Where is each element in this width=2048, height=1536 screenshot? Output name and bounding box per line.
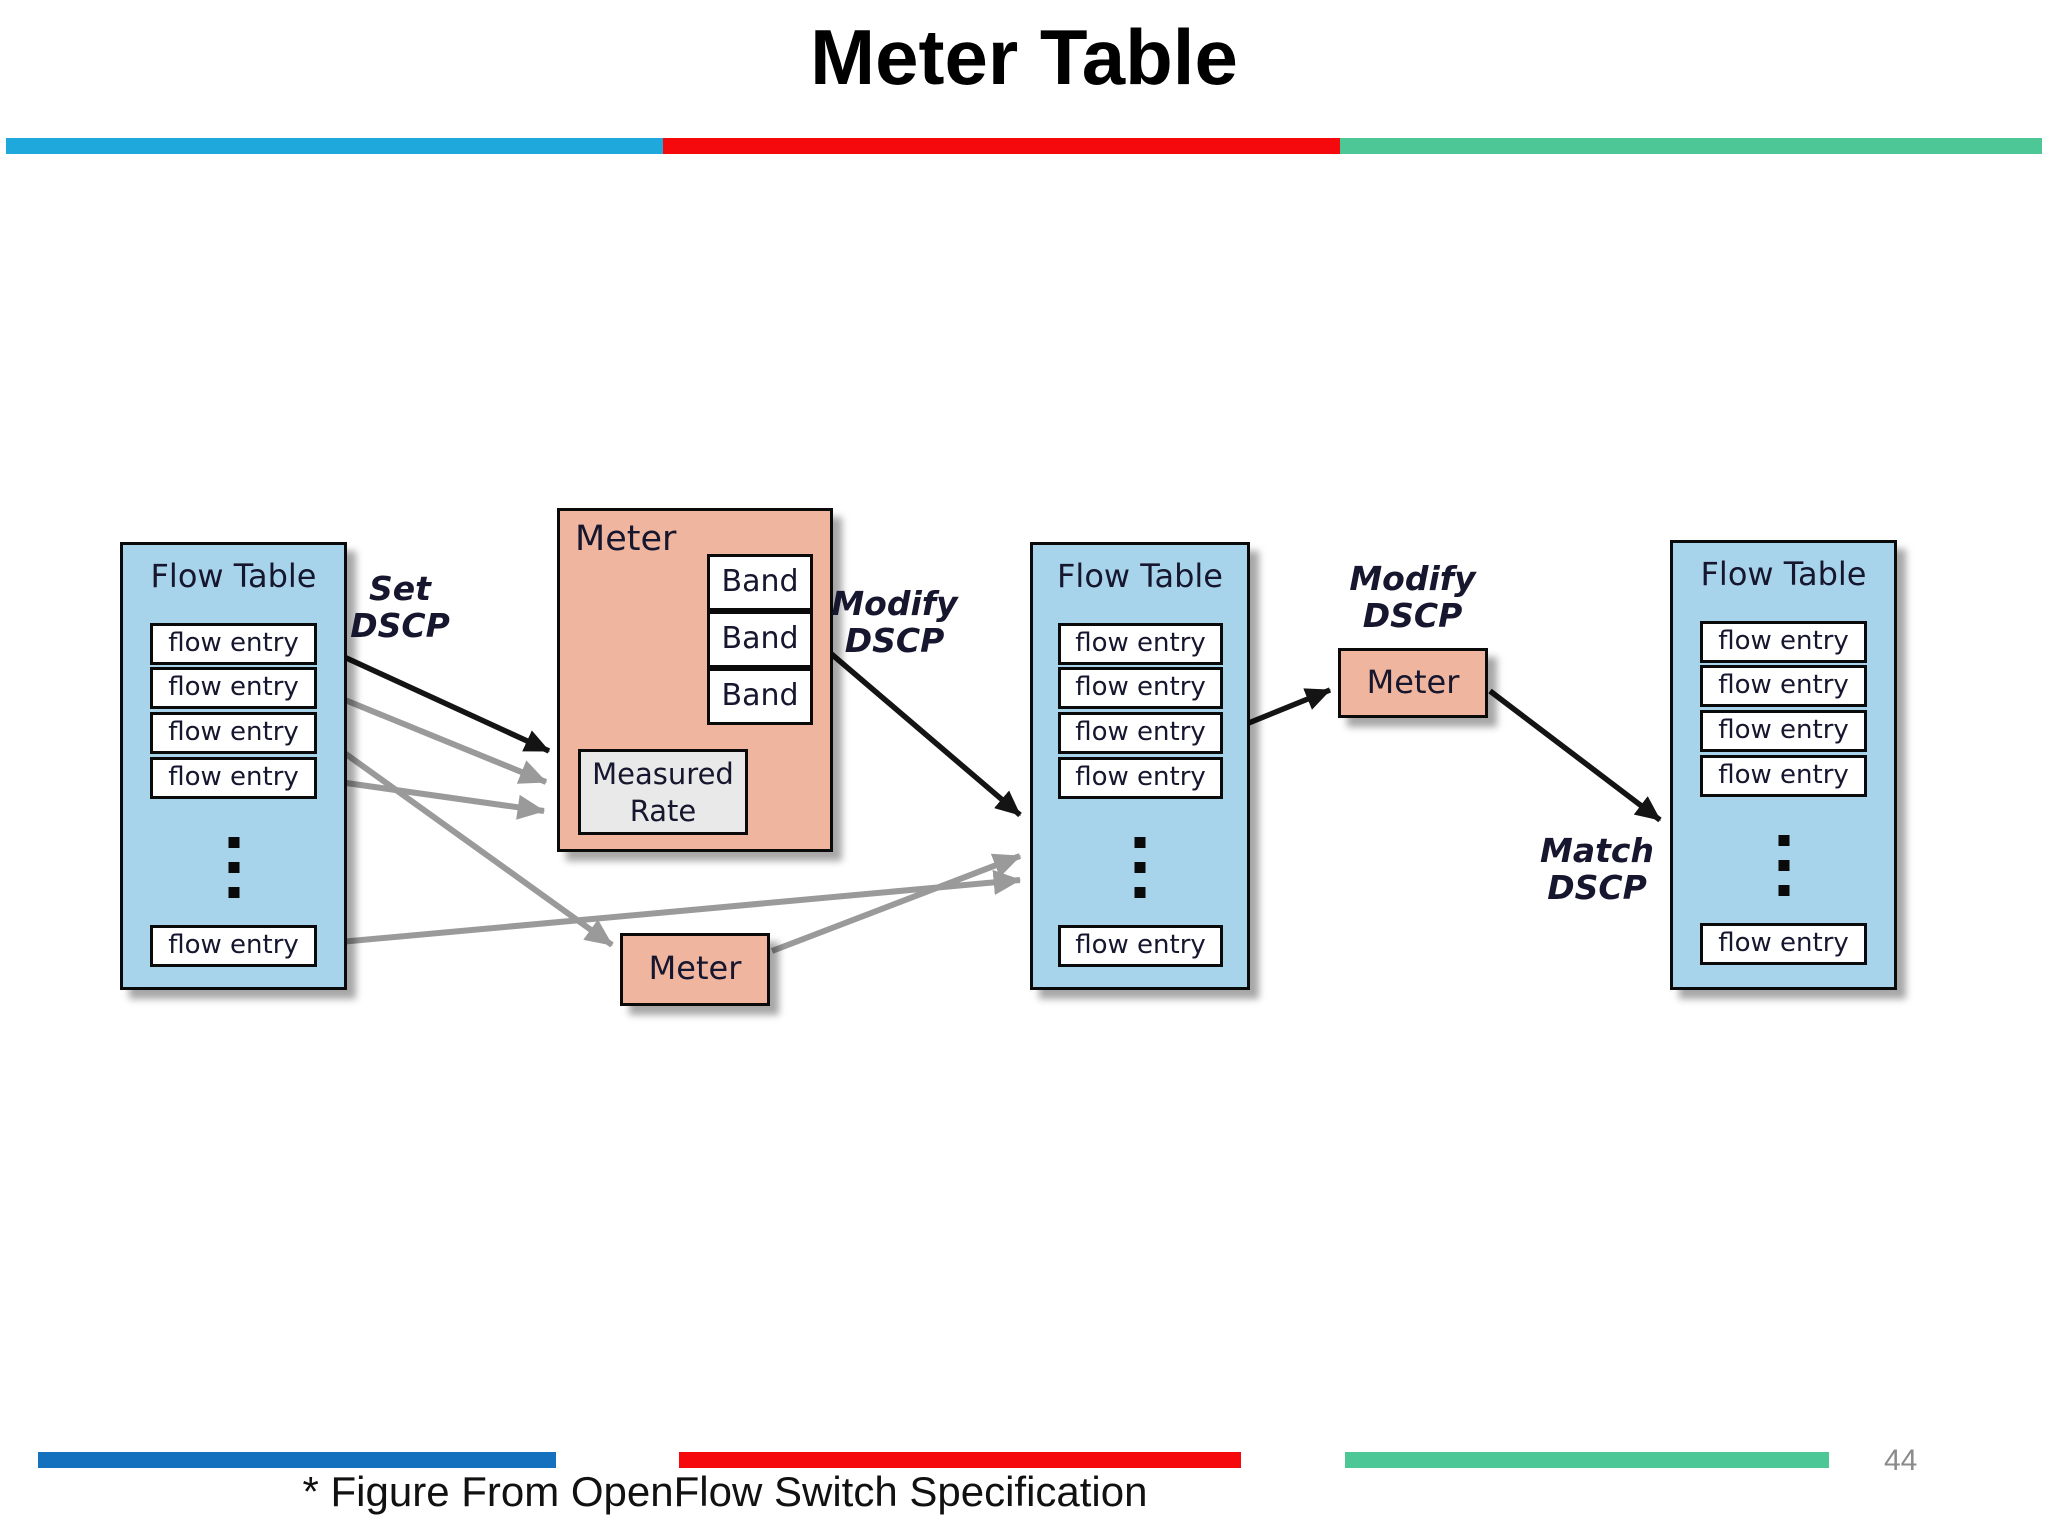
flow-entry: flow entry [150, 757, 317, 799]
bottom-divider-green-segment [1345, 1452, 1829, 1468]
flow-entry: flow entry [1700, 755, 1867, 797]
arrow-modify-dscp-left [813, 637, 1022, 818]
figure-source-footnote: * Figure From OpenFlow Switch Specificat… [302, 1468, 1148, 1515]
label-match-dscp: Match DSCP [1540, 831, 1654, 907]
ellipsis-dots [1778, 835, 1789, 910]
ellipsis-dots [1134, 837, 1146, 912]
meter-box-title: Meter [575, 519, 677, 559]
flow-table-right: Flow Table flow entry flow entry flow en… [1670, 540, 1897, 990]
label-set-dscp: Set DSCP [350, 569, 450, 645]
bottom-divider-red-segment [679, 1452, 1241, 1468]
page-title: Meter Table [810, 13, 1238, 101]
flow-entry: flow entry [1700, 710, 1867, 752]
flow-entry: flow entry [1700, 665, 1867, 707]
page-number: 44 [1884, 1444, 1918, 1477]
flow-entry: flow entry [1058, 757, 1223, 799]
flow-table-right-title: Flow Table [1700, 555, 1867, 593]
flow-entry: flow entry [1058, 623, 1223, 665]
flow-table-middle: Flow Table flow entry flow entry flow en… [1030, 542, 1250, 990]
measured-rate-box: Measured Rate [578, 749, 748, 835]
meter-band: Band [707, 611, 813, 668]
top-divider-green-segment [1340, 138, 2042, 154]
meter-band: Band [707, 668, 813, 725]
meter-band: Band [707, 554, 813, 611]
flow-entry: flow entry [1700, 621, 1867, 663]
bottom-divider-blue-segment [38, 1452, 556, 1468]
flow-entry: flow entry [1058, 925, 1223, 967]
flow-entry: flow entry [150, 925, 317, 967]
flow-table-left-title: Flow Table [150, 557, 317, 595]
flow-entry: flow entry [1058, 712, 1223, 754]
arrow-match-dscp [1488, 688, 1662, 823]
arrow-entry4-to-meter [317, 776, 546, 820]
flow-entry: flow entry [1058, 667, 1223, 709]
arrow-set-dscp [316, 642, 551, 754]
top-divider-blue-segment [6, 138, 663, 154]
meter-box: Meter Band Band Band Measured Rate [557, 508, 833, 852]
label-modify-dscp-right: Modify DSCP [1349, 559, 1476, 635]
flow-table-left: Flow Table flow entry flow entry flow en… [120, 542, 347, 990]
measured-rate-line2: Rate [629, 794, 697, 828]
arrow-entry2-to-meter [316, 686, 548, 785]
meter-small-left: Meter [620, 933, 770, 1006]
ellipsis-dots [228, 837, 239, 912]
flow-entry: flow entry [150, 712, 317, 754]
top-divider-red-segment [663, 138, 1340, 154]
flow-table-middle-title: Flow Table [1057, 557, 1223, 595]
measured-rate-line1: Measured [592, 757, 734, 791]
flow-entry: flow entry [1700, 923, 1867, 965]
flow-entry: flow entry [150, 667, 317, 709]
label-modify-dscp-left: Modify DSCP [831, 584, 958, 660]
arrow-small-meter-to-middle-table [770, 853, 1022, 954]
flow-entry: flow entry [150, 623, 317, 665]
meter-small-right: Meter [1338, 648, 1488, 718]
